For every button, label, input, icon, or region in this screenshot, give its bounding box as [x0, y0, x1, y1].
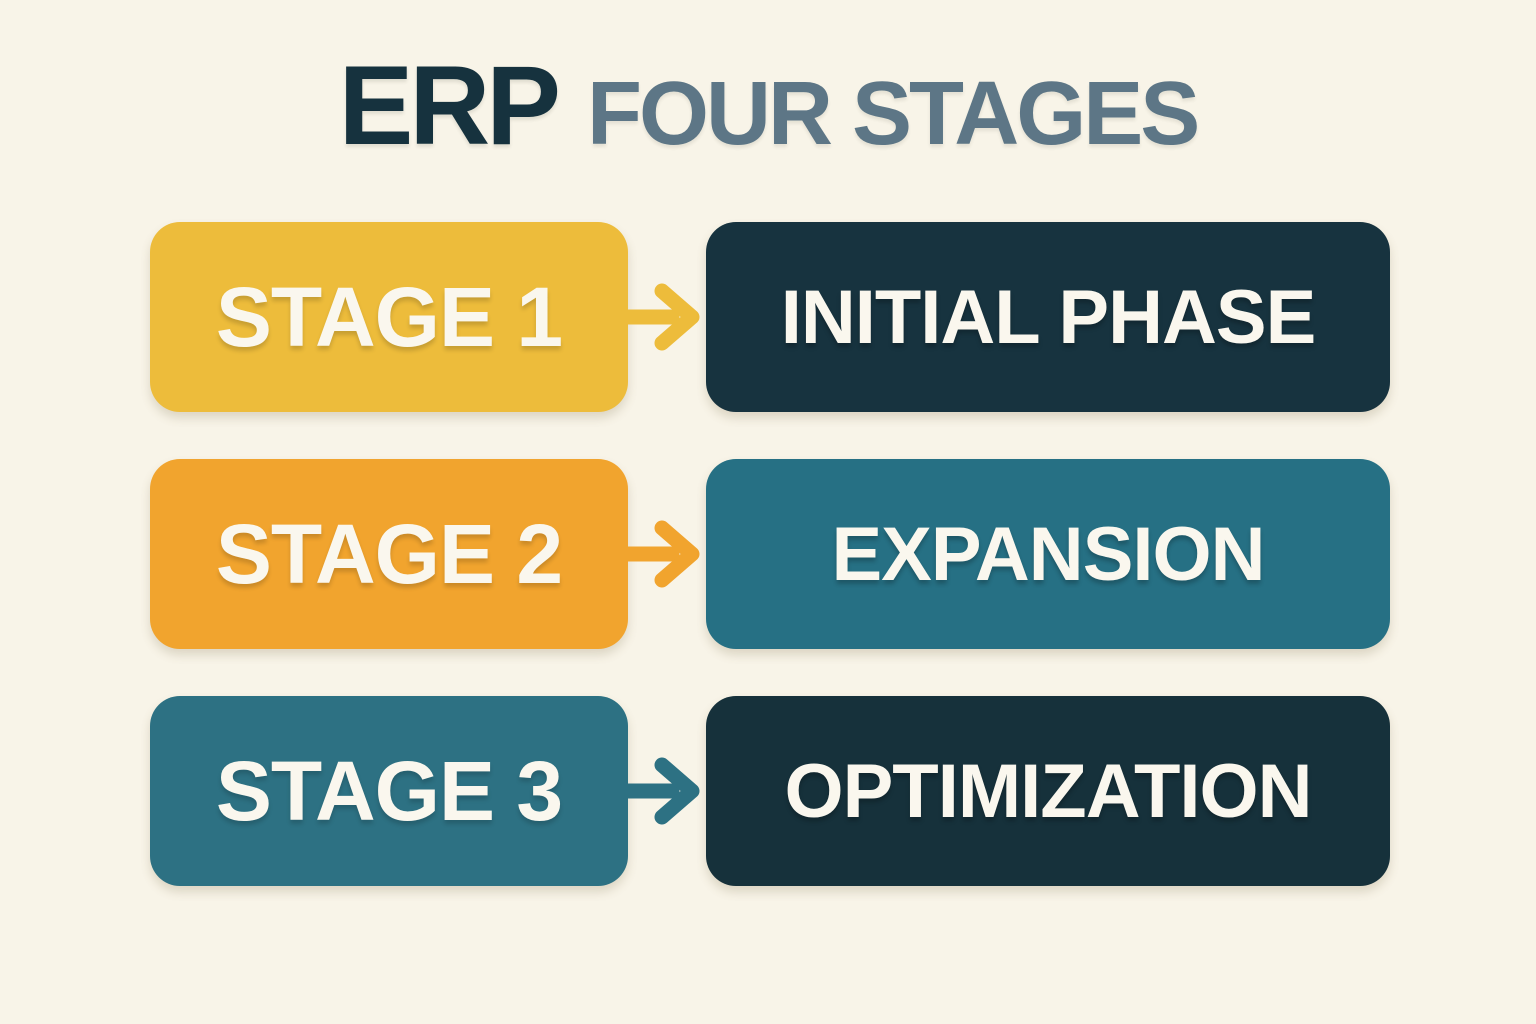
phase-box: OPTIMIZATION — [706, 696, 1390, 886]
stage-box: STAGE 1 — [150, 222, 628, 412]
arrow-right-icon — [620, 277, 704, 357]
stage-row: STAGE 3 OPTIMIZATION — [0, 696, 1536, 886]
stage-label: STAGE 1 — [215, 269, 563, 364]
title-primary: ERP — [338, 43, 561, 168]
stage-box: STAGE 3 — [150, 696, 628, 886]
phase-label: EXPANSION — [831, 511, 1265, 597]
stage-row: STAGE 2 EXPANSION — [0, 459, 1536, 649]
stage-box: STAGE 2 — [150, 459, 628, 649]
arrow-right-icon — [620, 514, 704, 594]
phase-label: OPTIMIZATION — [784, 748, 1313, 834]
stage-row: STAGE 1 INITIAL PHASE — [0, 222, 1536, 412]
arrow-right-icon — [620, 751, 704, 831]
stage-label: STAGE 2 — [215, 506, 563, 601]
stage-label: STAGE 3 — [215, 743, 563, 838]
phase-label: INITIAL PHASE — [780, 274, 1317, 360]
title-secondary: FOUR STAGES — [586, 64, 1200, 164]
page-title: ERP FOUR STAGES — [0, 50, 1536, 162]
phase-box: INITIAL PHASE — [706, 222, 1390, 412]
phase-box: EXPANSION — [706, 459, 1390, 649]
